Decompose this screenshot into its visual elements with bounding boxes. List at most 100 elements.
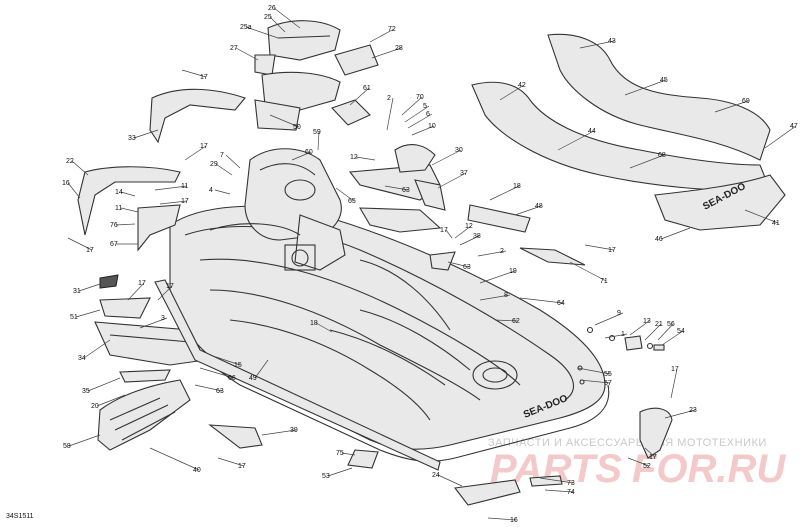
small-parts <box>208 326 673 506</box>
callout-number-c69: 69 <box>742 98 750 105</box>
callout-leader-c33 <box>133 129 159 139</box>
callout-number-c7: 7 <box>220 152 224 159</box>
callout-number-c42: 42 <box>518 82 526 89</box>
callout-leader-c72 <box>369 28 395 43</box>
callout-number-c17d: 17 <box>440 227 448 234</box>
callout-number-c70: 70 <box>416 94 424 101</box>
callout-number-c73: 73 <box>567 480 575 487</box>
callout-leader-c6 <box>407 113 433 129</box>
callout-leader-c12b <box>454 225 472 239</box>
callout-number-c52: 52 <box>643 463 651 470</box>
callout-leader-c4 <box>214 189 231 195</box>
callout-leader-c41 <box>744 209 779 224</box>
callout-number-c51: 51 <box>70 314 78 321</box>
callout-number-c55: 55 <box>604 371 612 378</box>
callout-number-c63a: 63 <box>402 187 410 194</box>
callout-number-c30: 30 <box>455 147 463 154</box>
callout-leader-c71 <box>569 261 607 282</box>
callout-leader-c54 <box>661 330 684 346</box>
callout-number-c31: 31 <box>73 288 81 295</box>
top-covers <box>254 20 379 131</box>
watermark-tagline: ЗАПЧАСТИ И АКСЕССУАРЫ ДЛЯ МОТОТЕХНИКИ <box>488 437 767 449</box>
callout-leader-c34 <box>83 339 111 359</box>
callout-leader-c56 <box>657 323 674 341</box>
callout-number-c20: 20 <box>91 403 99 410</box>
console-assembly <box>209 148 451 331</box>
hull-body <box>169 205 610 462</box>
callout-number-c21: 21 <box>655 321 663 328</box>
callout-leader-c17d <box>445 229 453 239</box>
callout-leader-c66 <box>199 367 235 379</box>
callout-number-c53: 53 <box>322 473 330 480</box>
callout-number-c50: 50 <box>293 124 301 131</box>
callout-number-c27: 27 <box>230 45 238 52</box>
callout-leader-c19 <box>479 270 516 284</box>
callout-leader-c2a <box>386 97 394 131</box>
callout-leader-c25 <box>269 16 286 33</box>
callout-leader-c39 <box>261 429 297 436</box>
callout-leader-c70 <box>401 96 423 116</box>
callout-leader-c27 <box>235 47 259 61</box>
callout-number-c45: 45 <box>660 77 668 84</box>
callout-leader-c5 <box>404 105 430 123</box>
callout-leader-c28 <box>371 47 402 59</box>
callout-number-c61: 61 <box>363 85 371 92</box>
callout-number-c2a: 2 <box>387 95 391 102</box>
callout-number-c5: 5 <box>423 103 427 110</box>
callout-leader-c2b <box>477 250 507 257</box>
callout-number-c17j: 17 <box>238 463 246 470</box>
callout-leader-c50 <box>269 114 300 128</box>
callout-number-c2b: 2 <box>500 248 504 255</box>
callout-leader-c63a <box>384 185 409 191</box>
right-panels <box>348 144 586 271</box>
callout-leader-c17a <box>181 69 207 78</box>
callout-number-c74: 74 <box>567 489 575 496</box>
callout-number-c25a: 25a <box>240 24 252 31</box>
callout-number-c24: 24 <box>432 472 440 479</box>
callout-leader-c7 <box>225 154 241 169</box>
callout-number-c48: 48 <box>535 203 543 210</box>
callout-leader-c75 <box>341 452 356 456</box>
callout-leader-c60 <box>291 151 312 161</box>
callout-leader-c68 <box>629 154 665 169</box>
callout-number-c33: 33 <box>128 135 136 142</box>
callout-number-c44: 44 <box>588 128 596 135</box>
callout-leader-c35 <box>87 377 121 392</box>
callout-leader-c69 <box>714 100 749 113</box>
callout-number-c16: 16 <box>62 180 70 187</box>
callout-leader-c44 <box>557 130 595 151</box>
callout-number-c23: 23 <box>689 407 697 414</box>
callout-leader-c57 <box>579 379 611 384</box>
callout-leader-c47 <box>764 125 797 149</box>
callout-leader-c23 <box>664 409 696 419</box>
callout-number-c40: 40 <box>193 467 201 474</box>
deck-mats <box>471 33 786 231</box>
callout-number-c18a: 18 <box>513 183 521 190</box>
callout-leader-c51 <box>75 309 101 318</box>
callout-number-c4: 4 <box>209 187 213 194</box>
callout-number-c76: 76 <box>110 222 118 229</box>
callout-number-c29: 29 <box>210 161 218 168</box>
callout-leader-c62 <box>494 319 519 322</box>
callout-leader-c14 <box>120 191 136 197</box>
callout-number-c62: 62 <box>512 318 520 325</box>
callout-number-c60: 60 <box>305 149 313 156</box>
callout-leader-c48 <box>514 205 542 216</box>
callout-number-c10: 10 <box>428 123 436 130</box>
callout-leader-c52 <box>627 457 650 467</box>
callout-leader-c16 <box>67 182 81 199</box>
callout-number-c8: 8 <box>504 292 508 299</box>
callout-leader-c38 <box>459 235 480 246</box>
callout-leader-c49 <box>254 359 269 379</box>
callout-number-c12: 12 <box>350 154 358 161</box>
callout-leader-c17f <box>584 244 615 251</box>
callout-number-c47: 47 <box>790 123 798 130</box>
callout-number-c22: 22 <box>66 158 74 165</box>
callout-leader-c22 <box>71 160 89 176</box>
callout-leader-c63c <box>194 384 223 392</box>
callout-leader-c31 <box>78 283 101 292</box>
callout-number-c35: 35 <box>82 388 90 395</box>
callout-number-c16b: 16 <box>510 517 518 524</box>
callout-leader-c12 <box>355 156 376 161</box>
